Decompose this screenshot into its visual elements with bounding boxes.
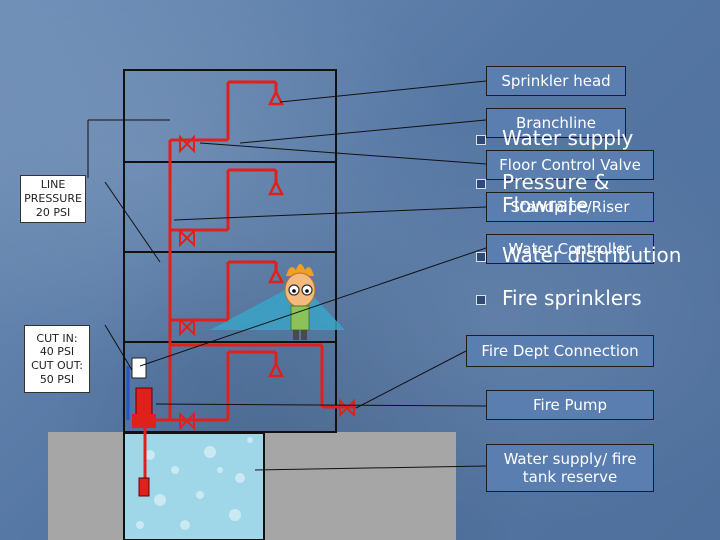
callout-branchline: Branchline [486, 108, 626, 138]
callout-floor-control-valve: Floor Control Valve [486, 150, 654, 180]
bullet-marker-icon [476, 251, 486, 262]
callout-fire-dept-connection: Fire Dept Connection [466, 335, 654, 367]
leader-lines [87, 80, 487, 471]
bullet-marker-icon [476, 134, 486, 145]
bullet-pressure-flowrate: Pressure & Flowrate [476, 171, 636, 217]
bullet-text: Pressure & Flowrate [502, 170, 610, 217]
bullet-text: Water supply [502, 126, 634, 150]
bullet-water-distribution: Water distribution [476, 243, 681, 267]
callout-fire-pump: Fire Pump [486, 390, 654, 420]
bullet-marker-icon [476, 179, 486, 189]
bullet-marker-icon [476, 294, 486, 305]
sprinkler-heads [267, 89, 285, 378]
bullet-text: Water distribution [502, 243, 682, 267]
valves [179, 134, 355, 431]
bullet-text: Fire sprinklers [502, 286, 642, 310]
callout-water-controller: Water Controller [486, 234, 654, 264]
note-line-pressure: LINE PRESSURE 20 PSI [20, 175, 86, 223]
water-bubbles [136, 437, 253, 530]
bullet-water-supply: Water supply [476, 126, 633, 150]
water-controller-box [131, 357, 147, 379]
note-cut-in-cut-out: CUT IN: 40 PSI CUT OUT: 50 PSI [24, 325, 90, 393]
building [123, 69, 337, 433]
bullet-fire-sprinklers: Fire sprinklers [476, 286, 642, 310]
callout-water-supply-tank: Water supply/ fire tank reserve [486, 444, 654, 492]
pump-base [132, 414, 156, 428]
character-figure [284, 264, 316, 340]
callout-sprinkler-head: Sprinkler head [486, 66, 626, 96]
fire-pump-body [135, 387, 153, 417]
callout-standpipe-riser: Standpipe/Riser [486, 192, 654, 222]
water-spray [210, 282, 345, 330]
tank-intake [138, 477, 150, 497]
